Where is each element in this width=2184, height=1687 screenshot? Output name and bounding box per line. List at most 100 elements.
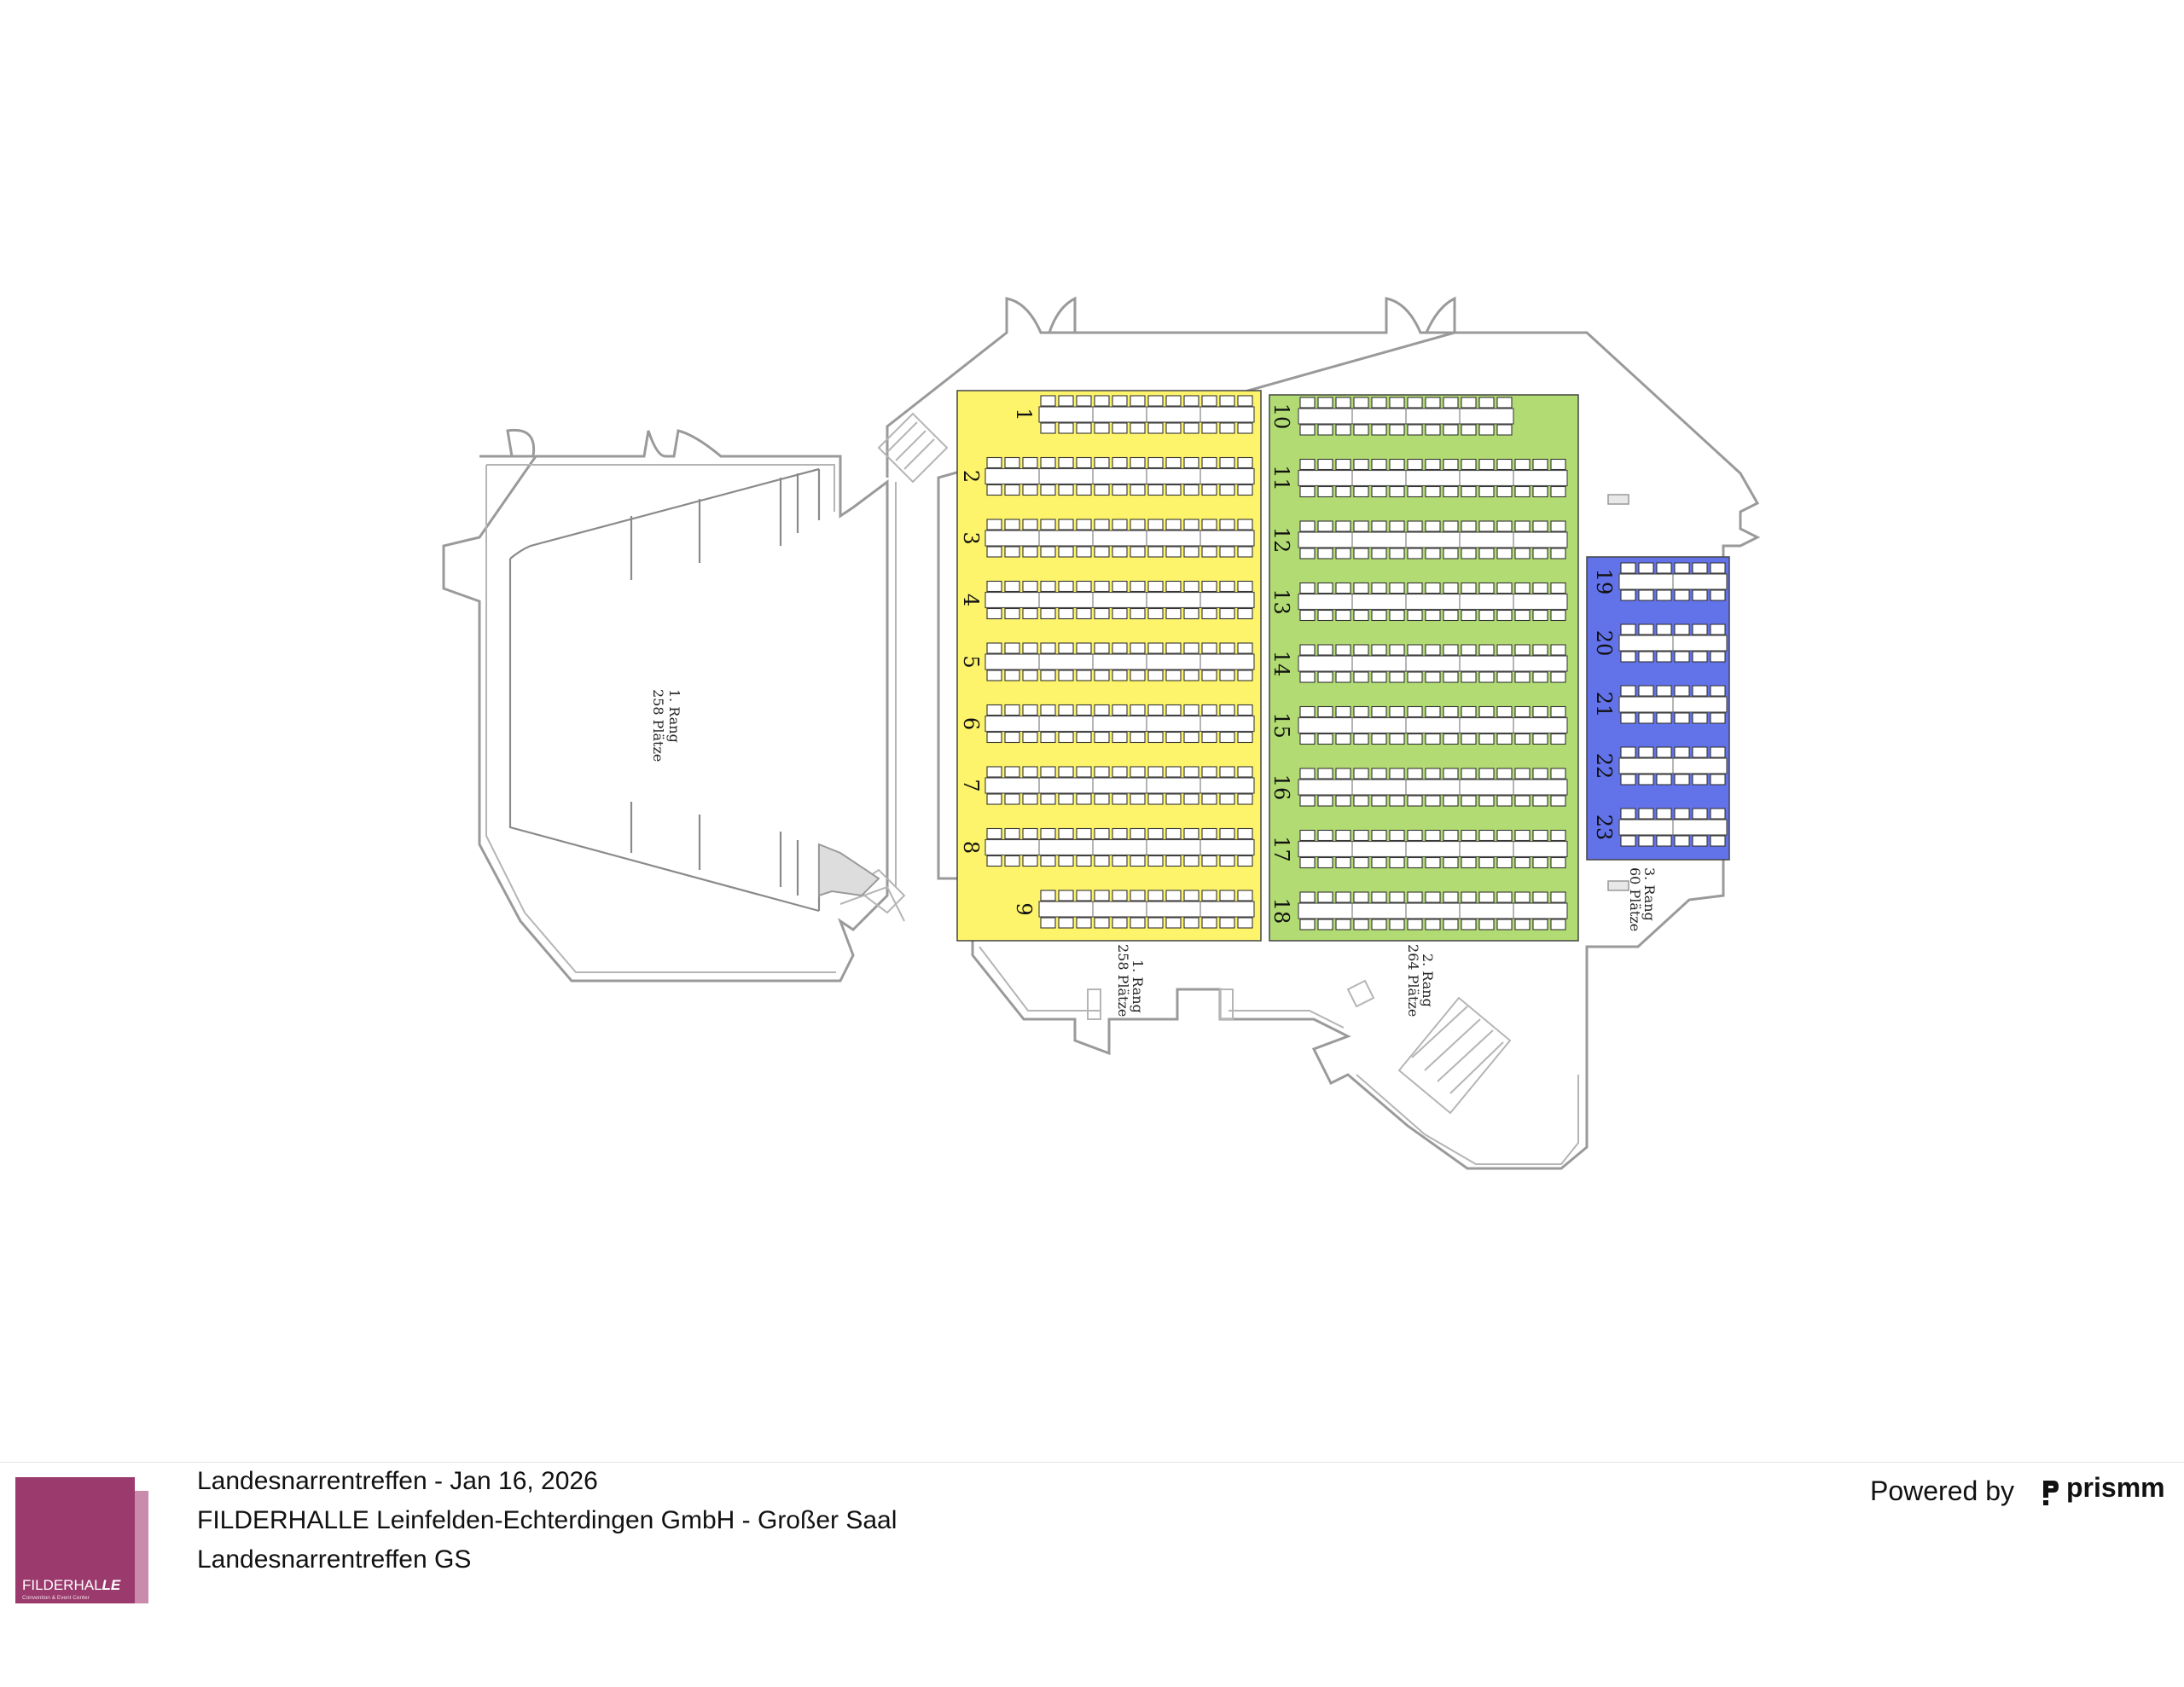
table[interactable] <box>1298 902 1568 919</box>
chair-icon[interactable] <box>1165 395 1182 407</box>
chair-icon[interactable] <box>1130 642 1146 654</box>
chair-icon[interactable] <box>1004 456 1020 469</box>
chair-icon[interactable] <box>1514 856 1531 869</box>
chair-icon[interactable] <box>1237 607 1253 620</box>
chair-icon[interactable] <box>1425 520 1441 532</box>
chair-icon[interactable] <box>1022 580 1038 593</box>
chair-icon[interactable] <box>1638 774 1654 786</box>
chair-icon[interactable] <box>1299 705 1316 718</box>
chair-icon[interactable] <box>1219 607 1235 620</box>
chair-icon[interactable] <box>1407 919 1423 930</box>
chair-icon[interactable] <box>1076 855 1092 867</box>
table-row-rang2[interactable] <box>1298 644 1568 683</box>
chair-icon[interactable] <box>1112 456 1128 469</box>
chair-icon[interactable] <box>1710 835 1726 847</box>
chair-icon[interactable] <box>1317 705 1333 718</box>
chair-icon[interactable] <box>1058 642 1074 654</box>
chair-icon[interactable] <box>1692 589 1708 601</box>
chair-icon[interactable] <box>1550 795 1566 807</box>
chair-icon[interactable] <box>1371 919 1387 930</box>
chair-icon[interactable] <box>1022 731 1038 744</box>
chair-icon[interactable] <box>1219 670 1235 681</box>
chair-icon[interactable] <box>1353 485 1369 498</box>
chair-icon[interactable] <box>1620 562 1636 574</box>
chair-icon[interactable] <box>1532 919 1548 930</box>
chair-icon[interactable] <box>1183 670 1199 681</box>
chair-icon[interactable] <box>1112 546 1128 558</box>
chair-icon[interactable] <box>1076 607 1092 620</box>
table-row-rang1[interactable] <box>985 827 1255 867</box>
chair-icon[interactable] <box>1496 768 1513 780</box>
chair-icon[interactable] <box>986 855 1002 867</box>
chair-icon[interactable] <box>986 607 1002 620</box>
chair-icon[interactable] <box>1514 705 1531 718</box>
chair-icon[interactable] <box>1004 704 1020 716</box>
chair-icon[interactable] <box>1299 397 1316 409</box>
chair-icon[interactable] <box>1674 712 1690 724</box>
chair-icon[interactable] <box>1112 731 1128 744</box>
chair-icon[interactable] <box>1692 685 1708 697</box>
chair-icon[interactable] <box>1425 919 1441 930</box>
chair-icon[interactable] <box>1112 607 1128 620</box>
chair-icon[interactable] <box>1692 835 1708 847</box>
chair-icon[interactable] <box>1147 519 1164 530</box>
chair-icon[interactable] <box>1094 484 1110 496</box>
chair-icon[interactable] <box>1076 704 1092 716</box>
table-row-rang1[interactable] <box>985 519 1255 558</box>
chair-icon[interactable] <box>1425 705 1441 718</box>
chair-icon[interactable] <box>1112 793 1128 805</box>
chair-icon[interactable] <box>1674 774 1690 786</box>
chair-icon[interactable] <box>1201 642 1217 654</box>
chair-icon[interactable] <box>1389 424 1405 436</box>
chair-icon[interactable] <box>1532 520 1548 532</box>
chair-icon[interactable] <box>1532 795 1548 807</box>
chair-icon[interactable] <box>1550 520 1566 532</box>
chair-icon[interactable] <box>1353 397 1369 409</box>
chair-icon[interactable] <box>1219 546 1235 558</box>
chair-icon[interactable] <box>1478 548 1495 559</box>
chair-icon[interactable] <box>1317 829 1333 842</box>
chair-icon[interactable] <box>1201 422 1217 434</box>
chair-icon[interactable] <box>1478 829 1495 842</box>
chair-icon[interactable] <box>1425 582 1441 594</box>
chair-icon[interactable] <box>1335 856 1351 869</box>
chair-icon[interactable] <box>1461 733 1477 745</box>
chair-icon[interactable] <box>1656 623 1672 635</box>
chair-icon[interactable] <box>1022 546 1038 558</box>
chair-icon[interactable] <box>1514 644 1531 656</box>
chair-icon[interactable] <box>1317 795 1333 807</box>
chair-icon[interactable] <box>1165 519 1182 530</box>
chair-icon[interactable] <box>1425 795 1441 807</box>
chair-icon[interactable] <box>1147 395 1164 407</box>
chair-icon[interactable] <box>1692 808 1708 820</box>
table-row-rang3[interactable] <box>1618 808 1728 847</box>
chair-icon[interactable] <box>1674 651 1690 663</box>
chair-icon[interactable] <box>1335 458 1351 471</box>
chair-icon[interactable] <box>1335 644 1351 656</box>
chair-icon[interactable] <box>1165 704 1182 716</box>
table-row-rang1[interactable] <box>1038 395 1255 434</box>
chair-icon[interactable] <box>1040 827 1056 840</box>
chair-icon[interactable] <box>1674 623 1690 635</box>
chair-icon[interactable] <box>1237 422 1253 434</box>
chair-icon[interactable] <box>1514 485 1531 498</box>
table[interactable] <box>985 467 1255 485</box>
chair-icon[interactable] <box>1335 485 1351 498</box>
chair-icon[interactable] <box>1389 548 1405 559</box>
table-row-rang2[interactable] <box>1298 705 1568 745</box>
chair-icon[interactable] <box>1335 397 1351 409</box>
chair-icon[interactable] <box>1496 856 1513 869</box>
chair-icon[interactable] <box>1201 484 1217 496</box>
chair-icon[interactable] <box>1317 768 1333 780</box>
chair-icon[interactable] <box>1040 793 1056 805</box>
chair-icon[interactable] <box>1165 793 1182 805</box>
chair-icon[interactable] <box>1147 642 1164 654</box>
chair-icon[interactable] <box>1656 712 1672 724</box>
chair-icon[interactable] <box>1620 746 1636 758</box>
chair-icon[interactable] <box>1335 520 1351 532</box>
chair-icon[interactable] <box>1389 733 1405 745</box>
chair-icon[interactable] <box>1147 793 1164 805</box>
chair-icon[interactable] <box>1299 733 1316 745</box>
chair-icon[interactable] <box>1461 919 1477 930</box>
chair-icon[interactable] <box>1147 484 1164 496</box>
